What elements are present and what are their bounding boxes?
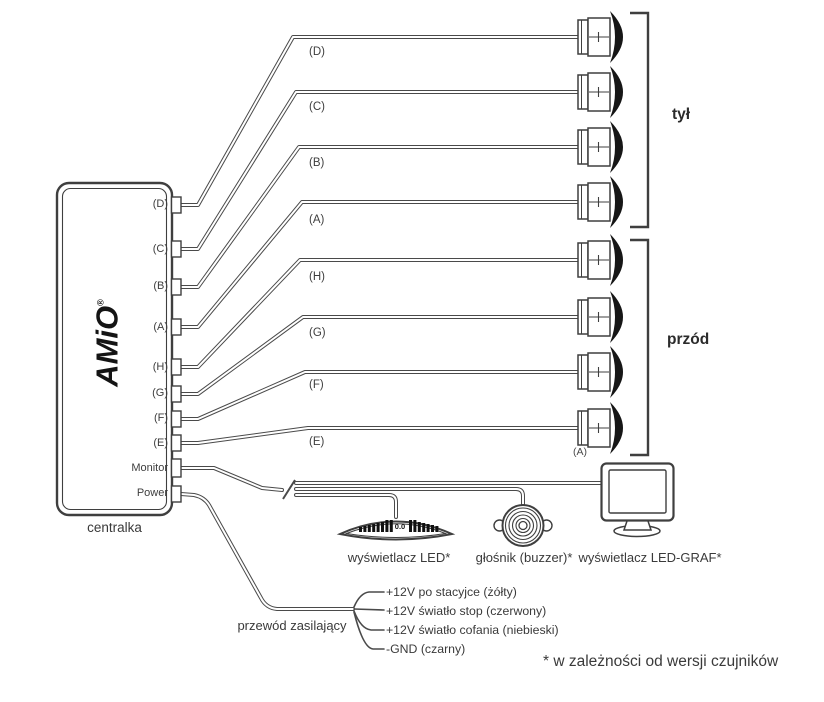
device-label-led-graf: wyświetlacz LED-GRAF*: [578, 550, 722, 565]
port-label-e: (E): [153, 437, 168, 449]
wire-label-g: (G): [309, 327, 326, 339]
wire-to-led-display-core: [295, 494, 397, 518]
wire-g: [179, 315, 580, 396]
wire-monitor: [179, 466, 284, 492]
wire-e: [179, 426, 580, 445]
wire-f: [179, 370, 580, 421]
wire-label-h: (H): [309, 271, 325, 283]
parking-sensor: [577, 175, 624, 229]
buzzer-graphic: [493, 504, 553, 547]
parking-sensor: [577, 233, 624, 287]
port-connectors: [170, 196, 182, 503]
port-label-h: (H): [152, 361, 168, 373]
parking-sensor: [577, 10, 624, 64]
port-label-monitor: Monitor: [131, 462, 168, 474]
sensor-wires: [179, 35, 580, 445]
wire-power: [179, 492, 355, 611]
control-unit-box: [55, 181, 182, 517]
power-branch-reverselight: +12V światło cofania (niebieski): [386, 623, 559, 637]
port-label-d: (D): [152, 198, 168, 210]
group-label-rear: tył: [672, 106, 691, 123]
wire-label-f: (F): [309, 379, 324, 391]
parking-sensor: [577, 345, 624, 399]
wire-to-buzzer: [294, 487, 525, 508]
power-branch-gnd: -GND (czarny): [386, 642, 466, 656]
branch-gnd: [353, 611, 385, 650]
wire-label-c: (C): [309, 101, 325, 113]
wire-label-e: (E): [309, 436, 325, 448]
power-cable: [179, 492, 385, 650]
control-unit-inner-line: [61, 187, 168, 511]
brand-logo: AMiO®: [83, 278, 125, 409]
power-branch-stoplight: +12V światło stop (czerwony): [386, 604, 547, 618]
wire-b-core: [180, 146, 579, 288]
led-display-bars: [359, 520, 439, 532]
front-group-bracket: [630, 238, 650, 457]
port-label-g: (G): [152, 387, 168, 399]
parking-sensor: [577, 65, 624, 119]
port-label-b: (B): [153, 280, 168, 292]
port-label-a: (A): [153, 321, 168, 333]
rear-group-bracket: [630, 11, 650, 229]
led-display-readout: 0.0: [394, 522, 406, 531]
port-label-c: (C): [152, 243, 168, 255]
footnote: * w zależności od wersji czujników: [543, 653, 779, 670]
control-unit-caption: centralka: [87, 520, 142, 535]
monitor-wires: [179, 466, 603, 519]
wire-power-core: [180, 493, 354, 610]
wire-g-core: [180, 316, 579, 395]
control-unit-outline: [55, 181, 174, 517]
wire-to-led-display: [294, 493, 398, 519]
wire-f-core: [180, 371, 579, 420]
device-label-buzzer: głośnik (buzzer)*: [475, 550, 573, 565]
sensor-tag-a: (A): [573, 446, 587, 458]
wire-to-buzzer-core: [295, 488, 524, 507]
wire-break-slash: [282, 479, 296, 500]
group-label-front: przód: [667, 331, 710, 348]
wire-a: [179, 200, 580, 329]
wire-label-d: (D): [309, 46, 325, 58]
port-label-f: (F): [153, 412, 168, 424]
power-branch-ignition: +12V po stacyjce (żółty): [386, 585, 517, 599]
brand-logo-text: AMiO: [89, 305, 125, 387]
wire-b: [179, 145, 580, 289]
branch-stoplight-12v: [353, 608, 385, 611]
registered-mark: ®: [95, 299, 106, 306]
device-label-led-display: wyświetlacz LED*: [347, 550, 451, 565]
parking-sensor: [577, 290, 624, 344]
branch-ignition-12v: [353, 591, 385, 608]
power-cable-label: przewód zasilający: [237, 618, 347, 633]
front-sensors: [577, 233, 624, 455]
led-display-graphic: [336, 520, 456, 541]
port-label-power: Power: [136, 487, 168, 499]
parking-sensor: [577, 120, 624, 174]
wire-label-a: (A): [309, 214, 325, 226]
rear-sensors: [577, 10, 624, 229]
wire-a-core: [180, 201, 579, 328]
led-graf-monitor-graphic: [600, 462, 675, 538]
branch-reverselight-12v: [353, 610, 385, 631]
wire-label-b: (B): [309, 157, 325, 169]
